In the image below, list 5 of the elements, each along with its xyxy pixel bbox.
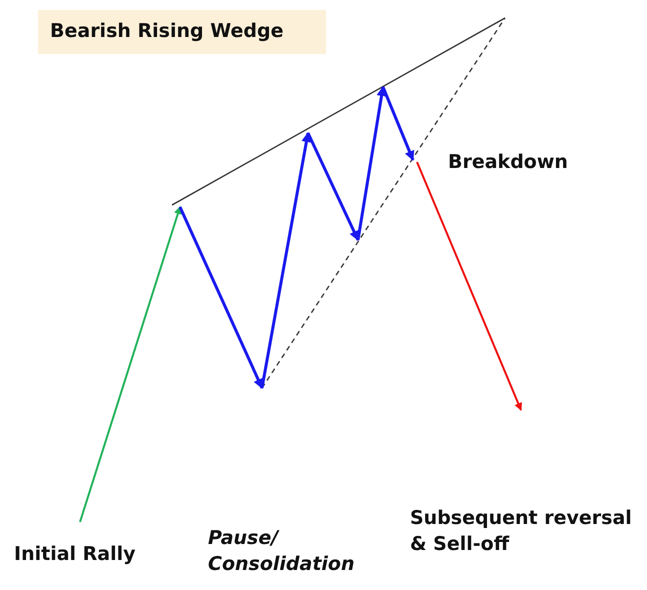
annotation-text: Initial Rally bbox=[14, 542, 137, 567]
chart-title: Bearish Rising Wedge bbox=[38, 10, 326, 54]
annotation-text: Pause/ Consolidation bbox=[208, 526, 356, 577]
annotation-text: Subsequent reversal & Sell-off bbox=[410, 506, 633, 557]
annotation-text: Breakdown bbox=[448, 150, 569, 175]
